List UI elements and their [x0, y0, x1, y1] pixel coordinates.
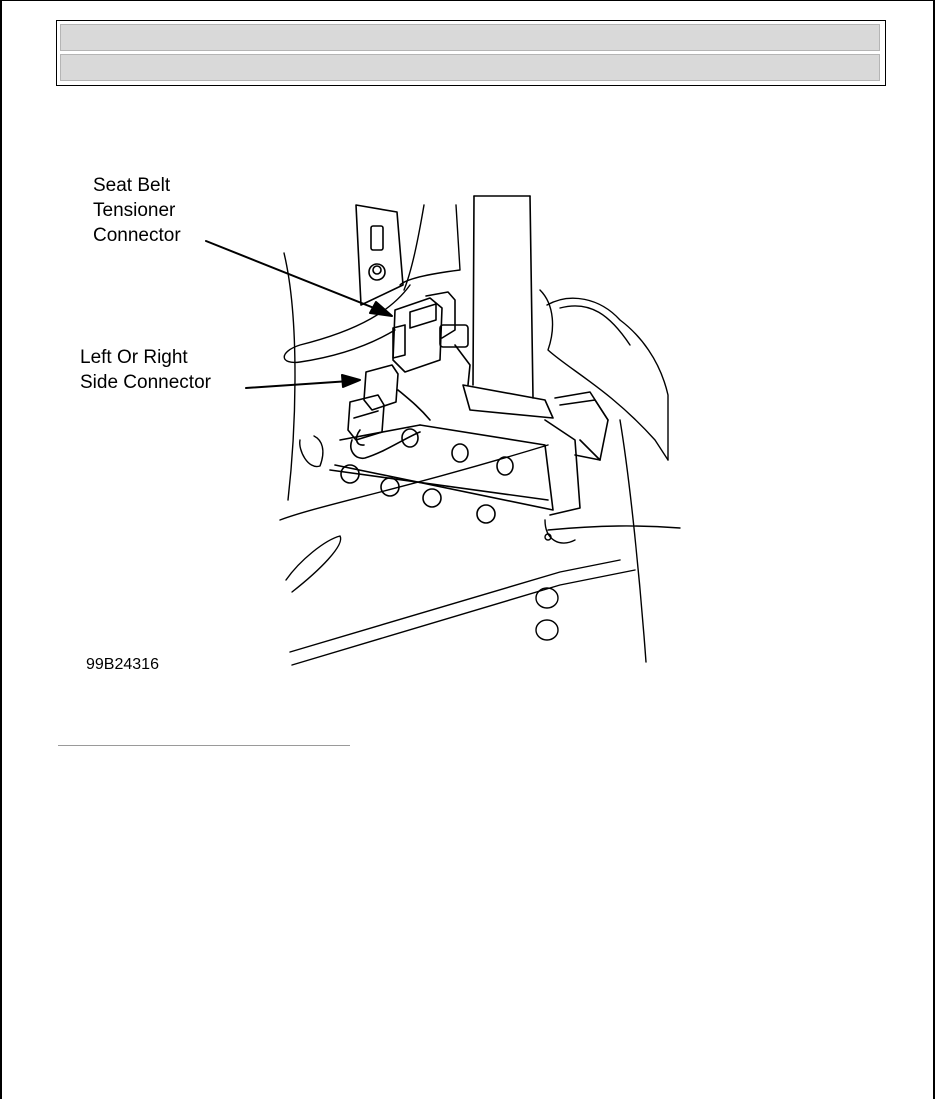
anchor-block: [544, 391, 609, 516]
figure-id: 99B24316: [86, 656, 159, 673]
callout-side-connector: Left Or Right Side Connector: [80, 347, 211, 393]
header-title-bar: [60, 24, 880, 51]
header-box: [56, 20, 886, 86]
pillar-bracket: [355, 204, 404, 306]
seat-track-rail: [329, 424, 554, 524]
seat-base: [285, 435, 636, 666]
seat-belt-connector-illustration: [205, 195, 681, 666]
header-subtitle-bar: [60, 54, 880, 81]
tensioner-connector: [392, 291, 471, 386]
callout-arrows: [205, 240, 393, 389]
trim-panel-outlines: [279, 204, 681, 663]
callout-seat-belt-tensioner-connector: Seat Belt Tensioner Connector: [93, 175, 181, 246]
side-connector: [347, 364, 431, 460]
footer-rule: [58, 745, 350, 746]
seat-belt-strap: [462, 195, 554, 419]
